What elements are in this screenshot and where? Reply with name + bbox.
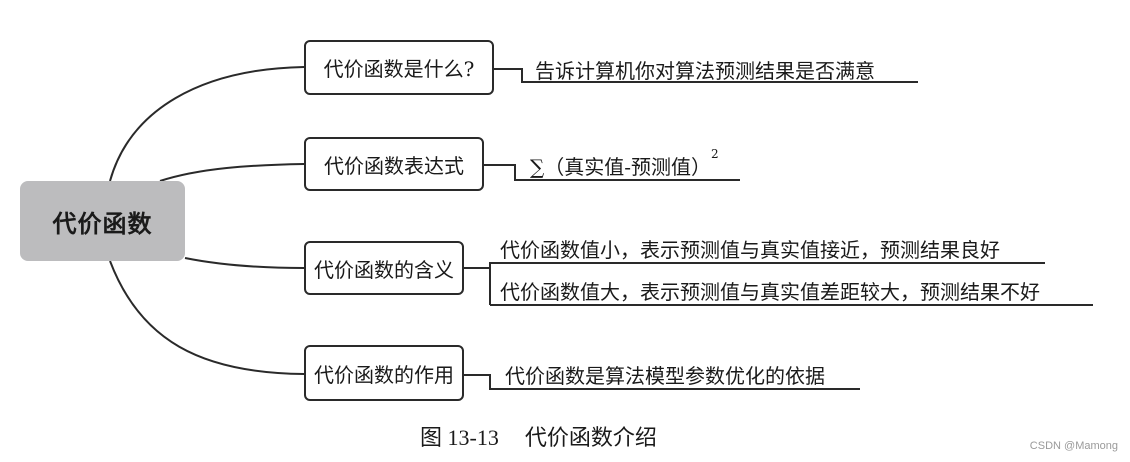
branch-node-purpose: 代价函数的作用 <box>304 345 464 401</box>
formula-text: ∑（真实值-预测值） <box>530 155 712 179</box>
branch-node-meaning: 代价函数的含义 <box>304 241 464 295</box>
figure-title: 代价函数介绍 <box>524 426 657 451</box>
watermark: CSDN @Mamong <box>1029 440 1118 452</box>
branch-node-expression: 代价函数表达式 <box>304 137 484 191</box>
connector-branch-1-leaf <box>493 68 918 83</box>
leaf-text: 代价函数是算法模型参数优化的依据 <box>505 364 825 388</box>
root-label: 代价函数 <box>52 209 153 238</box>
branch-node-what-is: 代价函数是什么? <box>304 40 494 95</box>
leaf-text: 代价函数值大，表示预测值与真实值差距较大，预测结果不好 <box>500 280 1040 304</box>
connector-root-branch-3 <box>184 257 305 269</box>
connector-root-branch-2 <box>159 163 305 182</box>
branch-label: 代价函数表达式 <box>324 153 464 178</box>
figure-caption: 图 13-13 代价函数介绍 <box>420 420 657 452</box>
root-node: 代价函数 <box>20 181 185 261</box>
leaf-text-formula: ∑（真实值-预测值）2 <box>530 147 719 180</box>
branch-label: 代价函数的含义 <box>314 257 454 282</box>
connector-branch-3-leaf-1 <box>489 262 1045 305</box>
connector-branch-2-leaf <box>483 164 740 181</box>
connector-root-branch-4 <box>109 260 305 375</box>
branch-label: 代价函数是什么? <box>323 57 475 81</box>
connector-root-branch-1 <box>109 66 305 182</box>
leaf-text: 代价函数值小，表示预测值与真实值接近，预测结果良好 <box>500 238 1000 262</box>
branch-label: 代价函数的作用 <box>314 362 454 387</box>
formula-exponent: 2 <box>711 147 719 161</box>
connector-branch-4-leaf <box>463 374 860 390</box>
figure-number: 图 13-13 <box>420 425 499 450</box>
leaf-text: 告诉计算机你对算法预测结果是否满意 <box>535 59 875 83</box>
